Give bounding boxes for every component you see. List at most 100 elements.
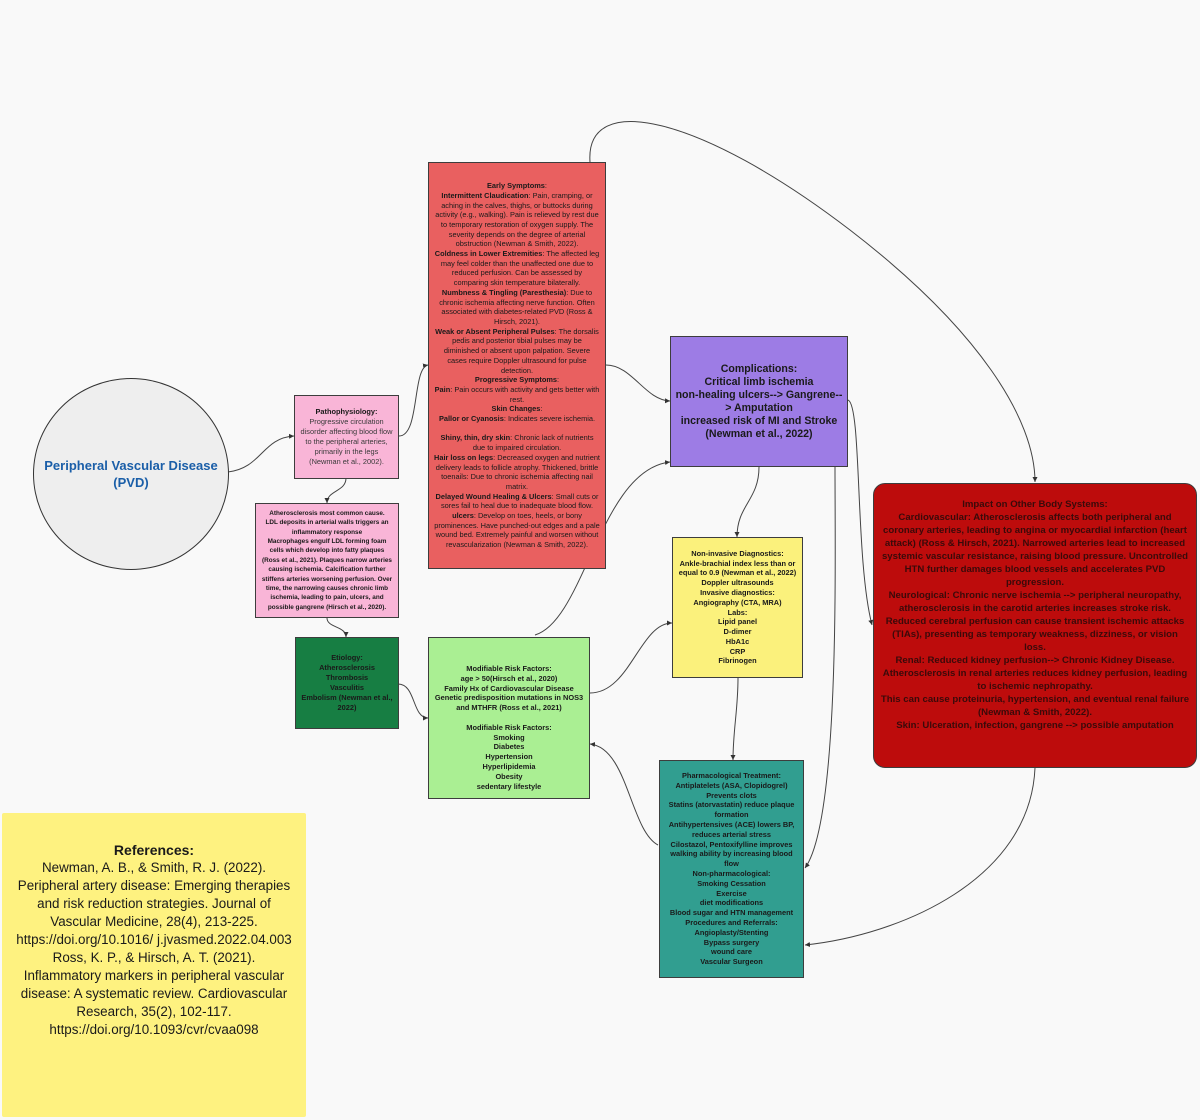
symptom-text: : Pain, cramping, or aching in the calve… bbox=[435, 190, 599, 249]
symptom-label: Hair loss on legs bbox=[434, 452, 494, 462]
symptom-text: : Indicates severe ischemia. bbox=[503, 414, 596, 424]
treatment-line: Vascular Surgeon bbox=[700, 957, 763, 967]
impact-node[interactable]: Impact on Other Body Systems: Cardiovasc… bbox=[873, 483, 1197, 768]
symptom-entry: Hair loss on legs: Decreased oxygen and … bbox=[434, 453, 600, 492]
atherosclerosis-line: Atherosclerosis most common cause. bbox=[269, 509, 385, 517]
diagnostics-lab: Lipid panel bbox=[717, 617, 757, 627]
treatment-heading: Pharmacological Treatment: bbox=[682, 771, 781, 781]
symptom-text: : Pain occurs with activity and gets bet… bbox=[450, 384, 600, 404]
symptom-text: : Due to chronic ischemia affecting nerv… bbox=[439, 287, 595, 326]
treatment-line: Exercise bbox=[716, 888, 747, 898]
atherosclerosis-line: Macrophages engulf LDL forming foam cell… bbox=[261, 537, 393, 611]
etiology-item: Thrombosis bbox=[325, 673, 369, 682]
pvd-central-node[interactable]: Peripheral Vascular Disease (PVD) bbox=[33, 378, 229, 570]
diagnostics-heading: Non-invasive Diagnostics: bbox=[691, 548, 784, 558]
etiology-node[interactable]: Etiology: Atherosclerosis Thrombosis Vas… bbox=[295, 637, 399, 729]
symptom-label: Early Symptoms bbox=[487, 181, 545, 191]
symptom-label: Intermittent Claudication bbox=[441, 190, 529, 200]
complications-citation: (Newman et al., 2022) bbox=[705, 427, 813, 440]
impact-heading: Impact on Other Body Systems: bbox=[962, 499, 1108, 510]
symptom-label: Numbness & Tingling (Paresthesia) bbox=[441, 287, 567, 297]
risk-factor-item: Hypertension bbox=[485, 752, 533, 762]
risk-factor-item: Obesity bbox=[495, 771, 523, 781]
connector-complications-to-treatment bbox=[804, 466, 836, 869]
connector-impact-to-treatment bbox=[804, 767, 1036, 947]
impact-neurological: Neurological: Chronic nerve ischemia -->… bbox=[888, 590, 1182, 614]
treatment-line: Bypass surgery bbox=[703, 937, 760, 947]
symptom-label: Pallor or Cyanosis bbox=[438, 414, 504, 424]
treatment-line: diet modifications bbox=[699, 898, 764, 908]
symptom-text: : Small cuts or sores fail to heal due t… bbox=[440, 491, 599, 511]
pathophysiology-node[interactable]: Pathophysiology: Progressive circulation… bbox=[294, 395, 399, 479]
non-modifiable-heading: Modifiable Risk Factors: bbox=[466, 664, 552, 673]
modifiable-heading: Modifiable Risk Factors: bbox=[466, 722, 552, 732]
symptom-label: ulcers bbox=[452, 511, 474, 521]
symptom-label: Shiny, thin, dry skin bbox=[440, 433, 511, 443]
risk-factor-item: age > 50(Hirsch et al., 2020) bbox=[460, 673, 558, 683]
diagnostics-subheading: Invasive diagnostics: bbox=[700, 587, 775, 597]
pvd-title: Peripheral Vascular Disease bbox=[44, 458, 218, 473]
symptom-text: : Develop on toes, heels, or bony promin… bbox=[434, 511, 600, 550]
treatment-line: Antiplatelets (ASA, Clopidogrel) bbox=[675, 780, 788, 790]
treatment-subheading: Non-pharmacological: bbox=[692, 869, 771, 878]
reference-entry: Newman, A. B., & Smith, R. J. (2022). Pe… bbox=[16, 860, 292, 947]
diagnostics-subheading: Labs: bbox=[727, 607, 748, 617]
etiology-item: Embolism (Newman et al., 2022) bbox=[301, 693, 393, 712]
risk-factor-item: Family Hx of Cardiovascular Disease bbox=[444, 683, 574, 693]
connector-etiology-to-riskfactors bbox=[397, 683, 429, 721]
symptom-entry bbox=[434, 424, 600, 434]
symptom-text bbox=[516, 424, 518, 433]
risk-factor-item: Hyperlipidemia bbox=[482, 761, 536, 771]
risk-factors-node[interactable]: Modifiable Risk Factors: age > 50(Hirsch… bbox=[428, 637, 590, 799]
etiology-heading: Etiology: bbox=[331, 653, 363, 662]
diagnostics-line: Ankle-brachial index less than or equal … bbox=[678, 558, 797, 578]
symptom-label: Pain bbox=[434, 384, 451, 394]
risk-factor-item: Genetic predisposition mutations in NOS3… bbox=[434, 693, 584, 713]
complications-line: non-healing ulcers--> Gangrene--> Amputa… bbox=[675, 388, 843, 414]
etiology-item: Atherosclerosis bbox=[319, 663, 375, 672]
diagnostics-lab: HbA1c bbox=[725, 636, 750, 646]
atherosclerosis-node[interactable]: Atherosclerosis most common cause. LDL d… bbox=[255, 503, 399, 618]
complications-node[interactable]: Complications: Critical limb ischemia no… bbox=[670, 336, 848, 467]
connector-patho-to-atherosclerosis bbox=[324, 477, 347, 504]
impact-skin: Skin: Ulceration, infection, gangrene --… bbox=[896, 720, 1174, 731]
impact-renal: Renal: Reduced kidney perfusion--> Chron… bbox=[882, 655, 1188, 692]
references-note[interactable]: References: Newman, A. B., & Smith, R. J… bbox=[2, 813, 306, 1117]
connector-treatment-to-riskfactors bbox=[589, 742, 659, 846]
pvd-abbreviation: (PVD) bbox=[113, 475, 149, 490]
treatment-line: Cilostazol, Pentoxifylline improves walk… bbox=[670, 839, 793, 869]
treatment-line: Prevents clots bbox=[706, 790, 757, 800]
treatment-line: Angioplasty/Stenting bbox=[694, 927, 769, 937]
treatment-node[interactable]: Pharmacological Treatment: Antiplatelets… bbox=[659, 760, 804, 978]
connector-diagnostics-to-treatment bbox=[730, 677, 739, 761]
complications-heading: Complications: bbox=[720, 362, 798, 375]
complications-line: increased risk of MI and Stroke bbox=[680, 414, 838, 427]
symptom-text: : The affected leg may feel colder than … bbox=[440, 249, 600, 288]
symptom-entry: Shiny, thin, dry skin: Chronic lack of n… bbox=[434, 433, 600, 452]
symptom-entry: Early Symptoms: bbox=[434, 181, 600, 191]
treatment-line: wound care bbox=[710, 947, 753, 957]
symptom-text: : bbox=[557, 375, 560, 385]
risk-factor-item: Smoking bbox=[493, 732, 525, 742]
symptom-text: : Decreased oxygen and nutrient delivery… bbox=[435, 452, 600, 491]
impact-renal-failure: This can cause proteinuria, hypertension… bbox=[880, 694, 1190, 718]
symptoms-body: Early Symptoms:Intermittent Claudication… bbox=[434, 181, 600, 550]
symptom-label: Delayed Wound Healing & Ulcers bbox=[435, 491, 552, 501]
treatment-line: Blood sugar and HTN management bbox=[669, 908, 794, 918]
symptom-text: : bbox=[544, 181, 547, 191]
risk-factor-item: Diabetes bbox=[493, 742, 525, 752]
etiology-item: Vasculitis bbox=[329, 683, 365, 692]
symptom-entry: ulcers: Develop on toes, heels, or bony … bbox=[434, 511, 600, 550]
symptom-label: Coldness in Lower Extremities bbox=[434, 249, 543, 259]
connector-complications-to-impact bbox=[847, 399, 874, 626]
connector-complications-to-diagnostics bbox=[734, 466, 760, 538]
symptom-text: : Chronic lack of nutrients due to impai… bbox=[472, 433, 594, 453]
pathophysiology-body: Progressive circulation disorder affecti… bbox=[300, 417, 393, 466]
symptoms-node[interactable]: Early Symptoms:Intermittent Claudication… bbox=[428, 162, 606, 569]
reference-entry: Ross, K. P., & Hirsch, A. T. (2021). Inf… bbox=[20, 950, 288, 1037]
impact-neurological-tia: Reduced cerebral perfusion can cause tra… bbox=[885, 616, 1185, 653]
diagnostics-line: Angiography (CTA, MRA) bbox=[693, 597, 782, 607]
diagnostics-node[interactable]: Non-invasive Diagnostics: Ankle-brachial… bbox=[672, 537, 803, 678]
symptom-entry: Intermittent Claudication: Pain, crampin… bbox=[434, 191, 600, 249]
connector-athero-to-etiology bbox=[326, 617, 349, 638]
